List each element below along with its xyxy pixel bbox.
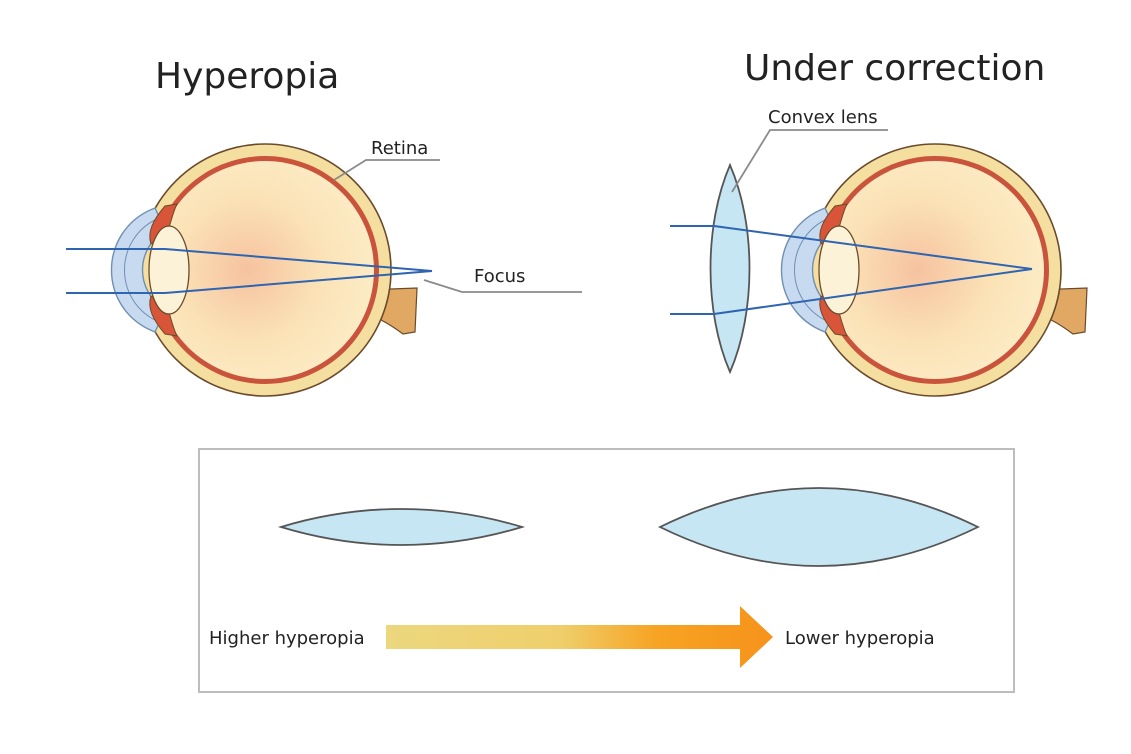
vitreous: [156, 161, 374, 379]
leader-retina: [333, 159, 440, 181]
label-lower-hyperopia: Lower hyperopia: [785, 628, 935, 649]
crystalline-lens: [148, 225, 190, 315]
ray-right-top-refracted: [713, 225, 1033, 270]
label-retina: Retina: [371, 138, 428, 159]
label-convex-lens: Convex lens: [768, 107, 878, 128]
cornea-inner: [124, 217, 160, 323]
leader-convex-lens: [731, 129, 888, 193]
crystalline-lens: [818, 225, 860, 315]
scale-frame: [198, 448, 1015, 693]
vitreous: [826, 161, 1044, 379]
eye-left: [110, 143, 418, 397]
cornea-inner: [794, 217, 830, 323]
label-higher-hyperopia: Higher hyperopia: [209, 628, 365, 649]
leader-focus: [423, 279, 582, 293]
title-hyperopia: Hyperopia: [155, 56, 339, 97]
progression-arrow: [386, 606, 773, 668]
ray-right-bottom-refracted: [713, 268, 1033, 315]
convex-lens: [709, 162, 751, 375]
label-focus: Focus: [474, 266, 525, 287]
title-under-correction: Under correction: [744, 48, 1045, 89]
thick-lens: [657, 487, 981, 567]
ray-left-top-refracted: [164, 248, 433, 272]
eye-right: [780, 143, 1088, 397]
ray-left-bottom-refracted: [164, 270, 433, 294]
thin-lens: [277, 508, 526, 546]
